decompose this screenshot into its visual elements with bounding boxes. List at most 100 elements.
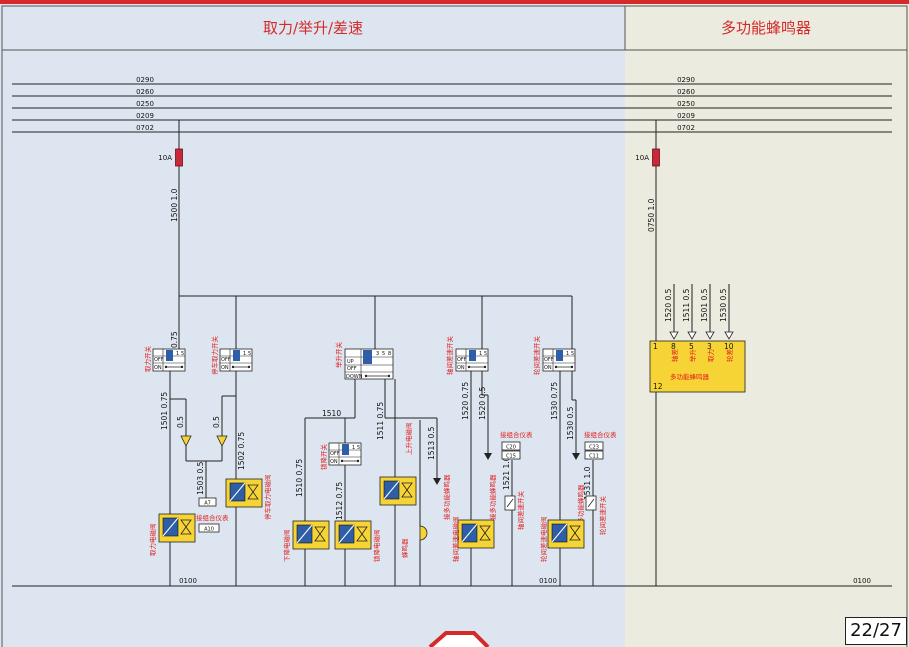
connector-a7: A7: [198, 497, 217, 507]
svg-text:1: 1: [566, 351, 569, 357]
fuse-left: 10A: [158, 120, 183, 296]
svg-text:5: 5: [689, 342, 694, 351]
arrow-icon: [669, 331, 679, 340]
svg-text:取力: 取力: [706, 349, 715, 362]
arrow-icon: [705, 331, 715, 340]
bus-label-right: 0250: [677, 100, 695, 108]
to-cluster-label: 接组合仪表: [196, 513, 229, 522]
wheel-diff-branch-wires: [559, 371, 594, 586]
svg-text:C15: C15: [506, 454, 516, 460]
connector-c20: C20: [501, 441, 521, 451]
left-section-title: 取力/举升/差速: [263, 19, 363, 37]
pto-branch-wires: [169, 371, 237, 586]
wire-label: 0.75: [170, 331, 179, 348]
svg-text:轴间差速开关: 轴间差速开关: [445, 336, 454, 376]
svg-text:轴间差速电磁阀: 轴间差速电磁阀: [451, 517, 460, 563]
wire-label: 1510: [322, 409, 341, 418]
svg-text:轮间差速开关: 轮间差速开关: [598, 496, 607, 536]
buzzer-small-icon: 蜂鸣器: [400, 525, 428, 558]
supply-distribution: [178, 295, 573, 349]
logo-triangle-icon: [428, 631, 490, 647]
svg-text:8: 8: [671, 342, 676, 351]
axle-diff-solenoid-valve: 轴间差速电磁阀: [451, 517, 495, 563]
left-panel-bg: [0, 0, 625, 647]
wire-label: 1501 0.75: [160, 392, 169, 430]
wire-label: 1501 0.5: [700, 288, 709, 322]
svg-text:取力开关: 取力开关: [143, 346, 152, 373]
wheel-diff-switch: OFF ON 1 5 轮间差速开关: [532, 336, 576, 376]
svg-text:1: 1: [176, 351, 179, 357]
to-cluster-label: 接组合仪表: [500, 430, 533, 439]
axle-diff-branch-wires: [470, 371, 513, 586]
wire-label: 1513 0.5: [427, 426, 436, 460]
wheel-diff-solenoid-valve: 轮间差速电磁阀: [539, 517, 585, 563]
axle-diff-sensor-switch: 轴间差速开关: [504, 491, 525, 531]
ground-label: 0100: [179, 577, 197, 585]
svg-text:ON: ON: [221, 365, 229, 371]
wire-label: 1503 0.5: [196, 461, 205, 495]
svg-text:轴间差速开关: 轴间差速开关: [516, 491, 525, 531]
right-header-box: [624, 5, 908, 51]
arrow-icon: [572, 453, 580, 460]
svg-text:5: 5: [357, 445, 360, 451]
svg-text:停车取力电磁阀: 停车取力电磁阀: [263, 475, 272, 521]
bus-lines: [12, 83, 892, 133]
svg-text:锁降开关: 锁降开关: [319, 444, 328, 471]
svg-text:多功能蜂鸣器: 多功能蜂鸣器: [670, 372, 710, 381]
up-valve-label: 上升电磁阀: [404, 423, 413, 456]
to-buzzer-label: 接多功能蜂鸣器: [488, 474, 497, 520]
right-panel-bg: [625, 0, 909, 647]
svg-text:蜂鸣器: 蜂鸣器: [400, 538, 409, 558]
bus-label-left: 0290: [136, 76, 154, 84]
parking-pto-solenoid-valve: 停车取力电磁阀: [225, 475, 272, 521]
up-solenoid-valve: [379, 476, 417, 506]
svg-text:1: 1: [243, 351, 246, 357]
svg-text:C11: C11: [589, 454, 599, 460]
connector-c11: C11: [584, 450, 604, 460]
svg-text:停车取力开关: 停车取力开关: [210, 336, 219, 376]
svg-text:轮间差速电磁阀: 轮间差速电磁阀: [539, 517, 548, 563]
bus-label-left: 0250: [136, 100, 154, 108]
svg-text:10A: 10A: [158, 154, 172, 162]
to-buzzer-label: 接多功能蜂鸣器: [442, 474, 451, 520]
wire-label: 1511 0.5: [682, 288, 691, 322]
svg-text:A7: A7: [204, 501, 211, 507]
svg-text:DOWN: DOWN: [346, 374, 363, 380]
svg-text:5: 5: [571, 351, 574, 357]
bus-label-left: 0702: [136, 124, 154, 132]
wire-label: 0750 1.0: [647, 198, 656, 232]
svg-text:OFF: OFF: [221, 357, 231, 363]
svg-text:OFF: OFF: [457, 357, 467, 363]
wire-label: 1530 0.5: [719, 288, 728, 322]
wire-label: 1512 0.75: [335, 482, 344, 520]
wire-label: 1530 0.75: [550, 382, 559, 420]
svg-text:3: 3: [376, 351, 379, 357]
wire-label: 1511 0.75: [376, 402, 385, 440]
wire-label: 1500 1.0: [170, 188, 179, 222]
svg-text:轴差: 轴差: [670, 349, 679, 363]
wire-label: 1530 0.5: [566, 406, 575, 440]
svg-text:ON: ON: [544, 365, 552, 371]
svg-text:OFF: OFF: [154, 357, 164, 363]
svg-text:OFF: OFF: [330, 451, 340, 457]
svg-text:轮间差速开关: 轮间差速开关: [532, 336, 541, 376]
wire-label: 0.5: [212, 416, 221, 428]
svg-text:A10: A10: [204, 527, 214, 533]
lift-switch: UP OFF DOWN 3 5 8 举升开关: [334, 342, 394, 380]
svg-text:举升开关: 举升开关: [334, 342, 343, 369]
pto-switch: OFF ON 1 5 取力开关: [143, 346, 186, 373]
diode-icon: [216, 435, 228, 447]
arrow-icon: [687, 331, 697, 340]
to-buzzer-label: 接多功能蜂鸣器: [576, 484, 585, 530]
bus-label-left: 0260: [136, 88, 154, 96]
svg-text:取力电磁阀: 取力电磁阀: [148, 524, 157, 557]
bus-label-right: 0290: [677, 76, 695, 84]
bus-label-right: 0702: [677, 124, 695, 132]
svg-text:ON: ON: [330, 459, 338, 465]
svg-text:12: 12: [653, 382, 663, 391]
wheel-diff-sensor-switch: 轮间差速开关: [585, 496, 607, 536]
svg-text:10: 10: [724, 342, 734, 351]
wire-label: 1531 1.0: [583, 466, 592, 500]
axle-diff-switch: OFF ON 1 5 轴间差速开关: [445, 336, 489, 376]
